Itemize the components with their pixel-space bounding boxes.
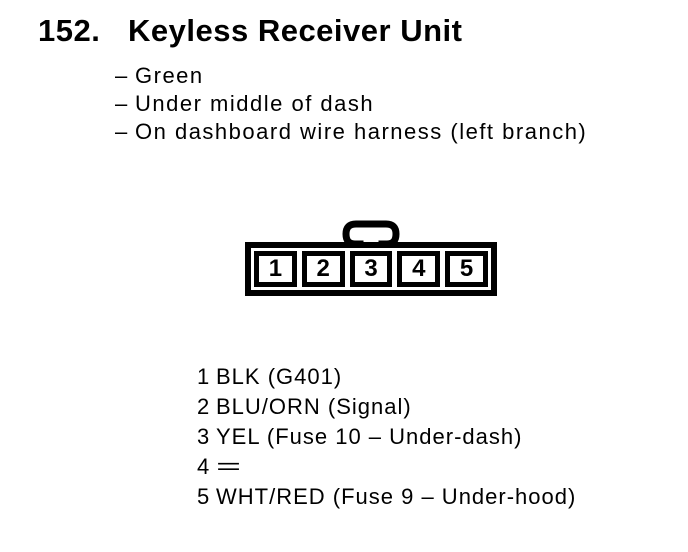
cavity-number: 3: [364, 255, 378, 282]
connector-latch-icon: [342, 220, 400, 250]
detail-text: On dashboard wire harness (left branch): [135, 119, 588, 144]
pin-wire-not-used: =: [216, 454, 244, 479]
cavity-number: 1: [268, 255, 283, 282]
connector-cavity-5: 5: [445, 251, 488, 287]
pin-wire-label: BLU/ORN (Signal): [216, 394, 412, 419]
pin-number: 2: [197, 394, 211, 419]
pinout-row-3: 3 YEL (Fuse 10 – Under-dash): [197, 422, 576, 452]
pin-wire-label: YEL (Fuse 10 – Under-dash): [216, 424, 523, 449]
connector-cavity-2: 2: [301, 251, 345, 287]
pin-wire-label: BLK (G401): [216, 364, 343, 389]
detail-item-harness: –On dashboard wire harness (left branch): [115, 118, 587, 146]
detail-list: –Green –Under middle of dash –On dashboa…: [115, 62, 587, 146]
pinout-row-2: 2 BLU/ORN (Signal): [197, 392, 576, 422]
pin-wire-label: WHT/RED (Fuse 9 – Under-hood): [216, 484, 577, 509]
connector-cavity-1: 1: [254, 251, 297, 287]
pin-number: 5: [197, 484, 211, 509]
dash-bullet-icon: –: [115, 91, 128, 116]
page-title: Keyless Receiver Unit: [128, 13, 463, 48]
dash-bullet-icon: –: [115, 119, 128, 144]
item-number: 152.: [38, 13, 101, 48]
detail-item-location: –Under middle of dash: [115, 90, 587, 118]
connector-cavity-4: 4: [397, 251, 441, 287]
pinout-row-1: 1 BLK (G401): [197, 362, 576, 392]
pin-number: 4: [197, 454, 211, 479]
cavity-number: 2: [316, 255, 330, 282]
cavity-number: 4: [412, 255, 426, 282]
dash-bullet-icon: –: [115, 63, 128, 88]
detail-text: Under middle of dash: [135, 91, 375, 116]
cavity-number: 5: [459, 255, 474, 282]
detail-text: Green: [135, 63, 204, 88]
pinout-row-5: 5 WHT/RED (Fuse 9 – Under-hood): [197, 482, 576, 512]
pin-number: 3: [197, 424, 211, 449]
pinout-list: 1 BLK (G401) 2 BLU/ORN (Signal) 3 YEL (F…: [197, 362, 576, 512]
connector-diagram: 1 2 3 4 5: [245, 242, 497, 296]
detail-item-color: –Green: [115, 62, 587, 90]
pin-number: 1: [197, 364, 211, 389]
pinout-row-4: 4 =: [197, 452, 576, 482]
connector-cavity-3: 3: [349, 251, 393, 287]
